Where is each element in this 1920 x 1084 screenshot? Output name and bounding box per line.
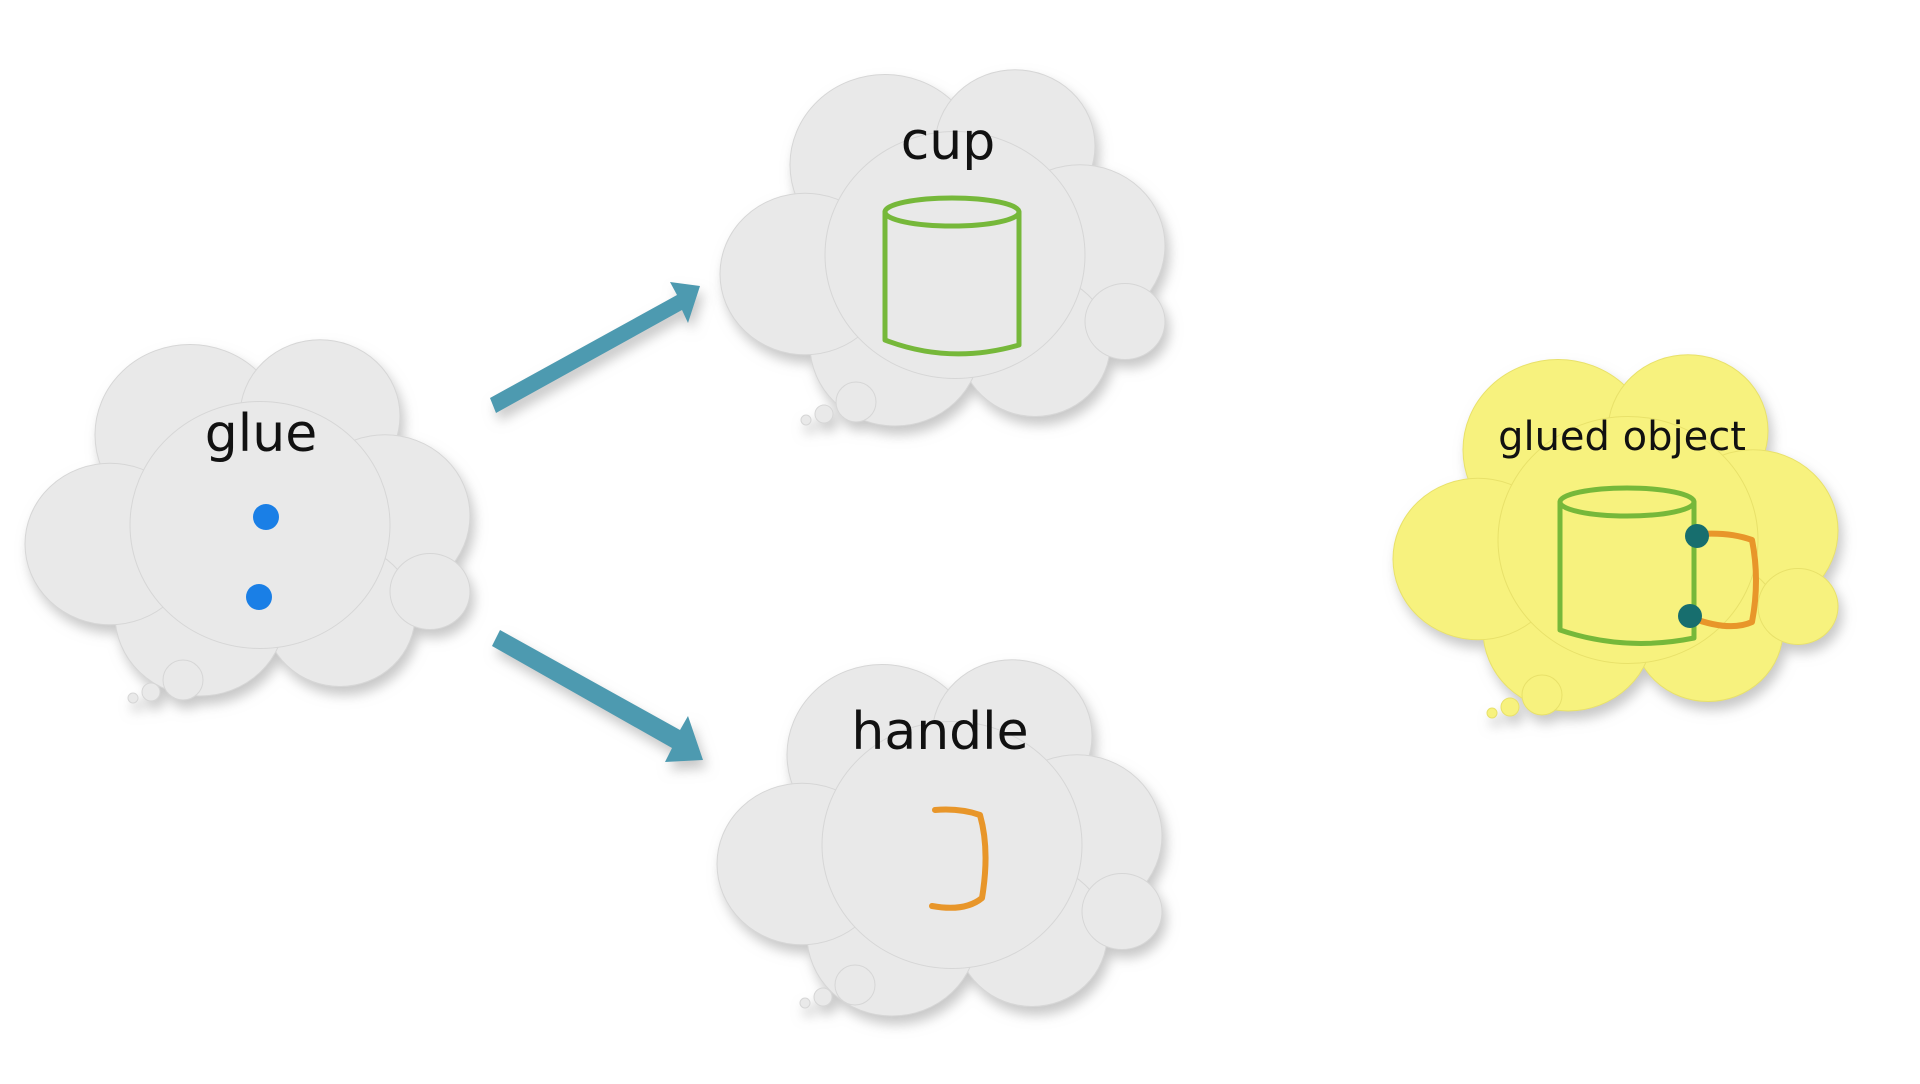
handle-label: handle bbox=[851, 702, 1029, 762]
glued-cup-icon bbox=[1557, 485, 1697, 646]
glue-dot-bottom bbox=[246, 584, 272, 610]
glue-label: glue bbox=[204, 404, 318, 464]
glue-cloud bbox=[24, 339, 471, 704]
glued-object-cloud bbox=[1392, 354, 1839, 719]
glued-object-label: glued object bbox=[1498, 414, 1746, 460]
glue-dot-top bbox=[253, 504, 279, 530]
joint-dot-bottom bbox=[1678, 604, 1702, 628]
cup-label: cup bbox=[900, 112, 996, 172]
arrow-to-cup bbox=[490, 282, 700, 413]
joint-dot-top bbox=[1685, 524, 1709, 548]
cup-icon bbox=[882, 195, 1022, 357]
handle-icon bbox=[929, 806, 989, 911]
arrow-to-handle bbox=[492, 630, 703, 762]
glued-handle-icon bbox=[1689, 530, 1759, 630]
